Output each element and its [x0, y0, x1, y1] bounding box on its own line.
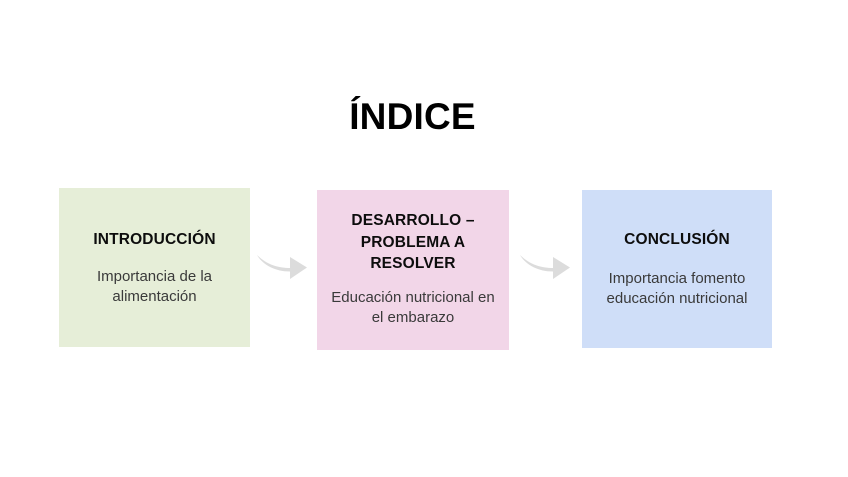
flow-step-introduccion[interactable]: INTRODUCCIÓN Importancia de la alimentac… [59, 188, 250, 347]
flow-step-body: Importancia fomento educación nutriciona… [606, 270, 748, 307]
flow-step-heading: DESARROLLO – PROBLEMA A RESOLVER [351, 212, 475, 272]
flow-step-heading: CONCLUSIÓN [624, 231, 730, 248]
page-title: ÍNDICE [349, 96, 476, 137]
flow-step-conclusion[interactable]: CONCLUSIÓN Importancia fomento educación… [582, 190, 772, 348]
curved-arrow-right-icon [257, 246, 307, 280]
flow-step-body: Educación nutricional en el embarazo [331, 289, 495, 326]
flow-step-heading: INTRODUCCIÓN [93, 231, 216, 248]
curved-arrow-right-icon [520, 246, 570, 280]
flow-step-body: Importancia de la alimentación [96, 268, 213, 305]
flow-step-desarrollo[interactable]: DESARROLLO – PROBLEMA A RESOLVER Educaci… [317, 190, 509, 350]
